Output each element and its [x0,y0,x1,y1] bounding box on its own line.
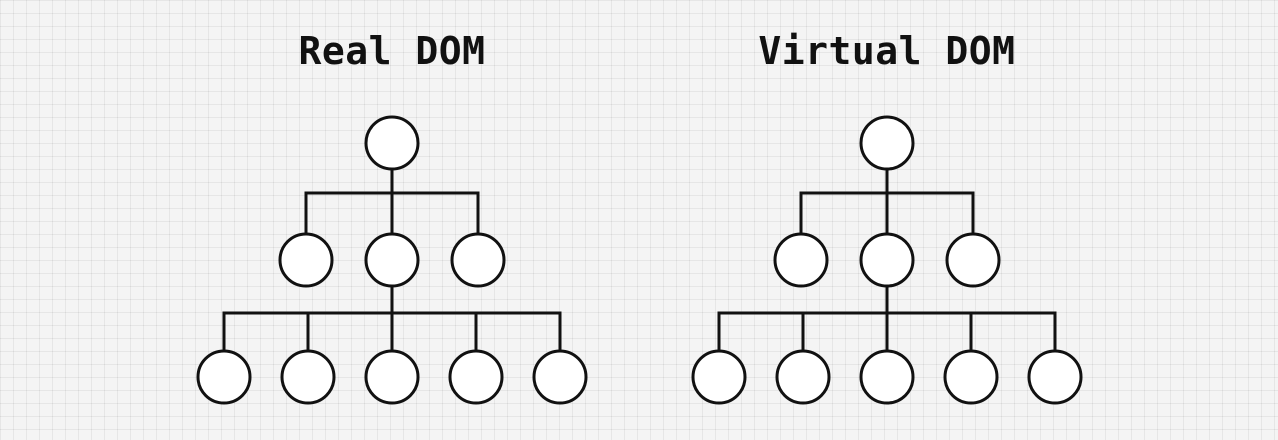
virtual-dom-node-1-0 [773,232,829,288]
real-dom-node-2-1 [280,349,336,405]
real-dom-node-2-4 [532,349,588,405]
virtual-dom-node-2-2 [859,349,915,405]
real-dom-title: Real DOM [298,29,486,73]
real-dom-node-2-3 [448,349,504,405]
virtual-dom-node-2-4 [1027,349,1083,405]
real-dom-node-2-2 [364,349,420,405]
real-dom-node-0-0 [364,115,420,171]
virtual-dom-node-0-0 [859,115,915,171]
virtual-dom-node-2-0 [691,349,747,405]
virtual-dom-node-2-1 [775,349,831,405]
virtual-dom-node-1-2 [945,232,1001,288]
virtual-dom-node-2-3 [943,349,999,405]
real-dom-node-1-1 [364,232,420,288]
real-dom-node-1-0 [278,232,334,288]
real-dom-node-2-0 [196,349,252,405]
real-dom-node-1-2 [450,232,506,288]
virtual-dom-title: Virtual DOM [758,29,1016,73]
virtual-dom-node-1-1 [859,232,915,288]
